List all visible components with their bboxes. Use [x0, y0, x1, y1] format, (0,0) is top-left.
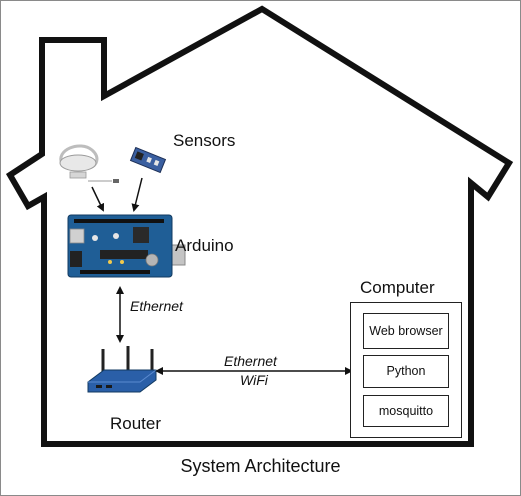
- router-icon: [87, 346, 157, 393]
- arduino-board-icon: [67, 214, 186, 278]
- house-outline: [5, 5, 514, 447]
- router-label: Router: [110, 414, 162, 433]
- web-browser-box: Web browser: [363, 313, 449, 349]
- arduino-router-link-label: Ethernet: [130, 298, 183, 314]
- python-box: Python: [363, 355, 449, 388]
- sensor2-arrow: [131, 177, 143, 212]
- router-computer-link-label-ethernet: Ethernet: [224, 353, 277, 369]
- sensor1-arrow: [91, 186, 105, 212]
- mosquitto-box: mosquitto: [363, 395, 449, 427]
- sensor-wire-icon: [59, 144, 119, 183]
- computer-label: Computer: [360, 278, 435, 297]
- arduino-label: Arduino: [175, 236, 234, 255]
- computer-box: Web browser Python mosquitto: [350, 302, 462, 438]
- diagram-caption: System Architecture: [180, 456, 341, 476]
- sensors-label: Sensors: [173, 131, 236, 150]
- router-computer-link-label-wifi: WiFi: [240, 372, 268, 388]
- sensor-board-icon: [129, 146, 167, 174]
